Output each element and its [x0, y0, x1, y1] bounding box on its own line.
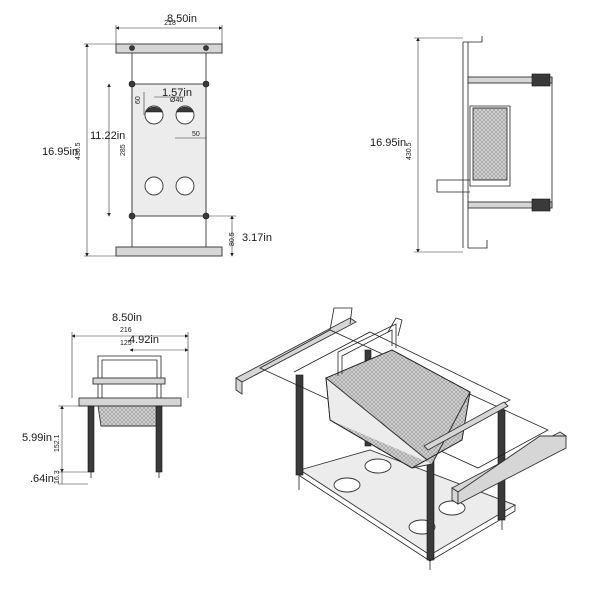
- screw-icon: [128, 80, 136, 88]
- base-plate: [131, 83, 207, 217]
- foot-mm: 16.3: [54, 470, 61, 484]
- top-height-in: 16.95in: [42, 146, 78, 158]
- top-height-mm: 430.5: [75, 142, 82, 160]
- top-width-mm: 218: [164, 20, 176, 27]
- side-height-mm: 430.5: [406, 142, 413, 160]
- hole-icon: [175, 176, 195, 196]
- side-basket: [472, 107, 508, 181]
- front-height-in: 5.99in: [22, 432, 52, 444]
- iso-front-rod: [423, 401, 509, 451]
- spring-icon: [531, 198, 551, 212]
- isometric-view: [235, 307, 567, 570]
- front-height-mm: 152.1: [54, 434, 61, 452]
- iso-basket-handle: [337, 323, 397, 376]
- top-view: 8.50in 218 16.95in 430.5 11.22in 285 1.5…: [42, 13, 272, 257]
- side-height-in: 16.95in: [370, 137, 406, 149]
- bottom-mm: 80.5: [229, 232, 236, 246]
- front-leg: [155, 405, 163, 473]
- bottom-in: 3.17in: [242, 232, 272, 244]
- hole-shade-icon: [145, 106, 163, 113]
- front-width-mm: 216: [120, 327, 132, 334]
- hole-icon: [364, 458, 392, 474]
- screw-icon: [203, 45, 209, 51]
- half-width-mm: 125: [120, 340, 132, 347]
- hole-offset-mm: 60: [135, 96, 142, 104]
- front-view: 8.50in 216 4.92in 125 5.99in 152.1 .64in…: [22, 312, 189, 485]
- side-handle: [436, 179, 470, 193]
- screw-icon: [202, 80, 210, 88]
- top-width-in: 8.50in: [167, 13, 197, 25]
- half-width-in: 4.92in: [129, 334, 159, 346]
- hole-icon: [333, 477, 361, 493]
- front-top-plate: [78, 397, 182, 407]
- inner-height-mm: 285: [120, 144, 127, 156]
- front-handle: [97, 355, 162, 398]
- side-frame: [462, 42, 469, 248]
- side-view: 16.95in 430.5: [370, 36, 553, 253]
- inner-height-in: 11.22in: [90, 130, 125, 142]
- spring-icon: [531, 73, 551, 87]
- hole-gap-mm: 50: [192, 131, 200, 138]
- front-crossbar: [92, 377, 166, 385]
- hole-icon: [144, 176, 164, 196]
- hole-icon: [438, 500, 466, 516]
- iso-leg: [295, 374, 304, 476]
- hole-dia: Ø40: [170, 97, 183, 104]
- top-rail: [115, 43, 223, 54]
- hole-shade-icon: [176, 106, 194, 113]
- front-leg: [87, 405, 95, 473]
- screw-icon: [129, 45, 135, 51]
- front-basket: [97, 405, 161, 427]
- hole-spacing-in: 1.57in: [162, 87, 192, 99]
- front-width-in: 8.50in: [112, 312, 142, 324]
- foot-in: .64in: [30, 473, 54, 485]
- screw-icon: [128, 212, 136, 220]
- bottom-rail: [115, 246, 223, 257]
